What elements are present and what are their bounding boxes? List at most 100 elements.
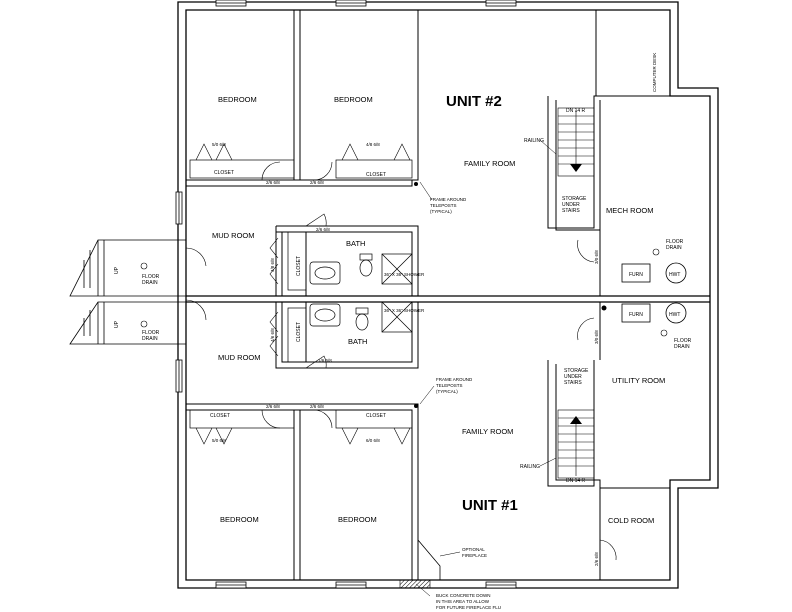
unit2-door-mud-closet: 4/8 6/8 — [270, 258, 275, 272]
unit2-up-label: UP — [114, 266, 120, 274]
unit2-door-bed-right: 2/6 6/8 — [310, 180, 324, 185]
unit2-shower-label: 36" X 36" SHOWER — [384, 272, 425, 277]
unit1-storage-label-1: STORAGE — [564, 368, 589, 374]
unit1-bath-label: BATH — [348, 337, 367, 346]
unit2-mech-room-label: MECH ROOM — [606, 206, 654, 215]
unit1-floor-drain-left-2: DRAIN — [142, 336, 158, 342]
unit1-utility-floor-drain-icon — [660, 329, 668, 337]
leader-lines — [415, 139, 557, 597]
concrete-hatch — [399, 579, 431, 589]
unit1-fireplace-outline — [417, 538, 441, 581]
unit2-closet-left-label: CLOSET — [214, 170, 234, 176]
unit2-bedroom-left-label: BEDROOM — [218, 95, 257, 104]
unit1-closet-right-label: CLOSET — [366, 413, 386, 419]
unit1-door-bed-left: 2/6 6/8 — [266, 404, 280, 409]
unit1-concrete-label-1: BUCK CONCRETE DOWN — [436, 593, 491, 598]
unit1-door-bed-right: 2/6 6/8 — [310, 404, 324, 409]
unit1-doors — [185, 299, 617, 561]
unit1-cold-room-label: COLD ROOM — [608, 516, 654, 525]
unit1-railing-label: RAILING — [520, 464, 540, 470]
unit2-storage-label-3: STAIRS — [562, 208, 580, 214]
unit1-floor-drain-left-1: FLOOR — [142, 330, 160, 336]
unit2-floor-drain-left-2: DRAIN — [142, 280, 158, 286]
unit2-stair-arrow-icon — [570, 164, 582, 172]
unit2-door-bed-left: 2/6 6/8 — [266, 180, 280, 185]
unit2-closets — [189, 159, 413, 291]
unit2-stairs — [557, 107, 595, 177]
unit1-bath-fixtures — [309, 301, 413, 333]
unit2-door-mech: 3/0 6/8 — [594, 250, 599, 264]
unit1-fireplace-label-2: FIREPLACE — [462, 553, 487, 558]
unit1-bedroom-left-label: BEDROOM — [220, 515, 259, 524]
unit1-frame-label-2: TELEPOSTS — [436, 383, 463, 388]
unit2-mud-room-label: MUD ROOM — [212, 231, 255, 240]
windows — [175, 0, 517, 589]
unit1-furnace — [621, 303, 651, 323]
unit2-door-right-bed: 4/8 6/8 — [366, 142, 380, 147]
unit2-floor-drain-right-2: DRAIN — [666, 245, 682, 251]
unit2-closet-right-label: CLOSET — [366, 172, 386, 178]
unit1-stairs-label: DN 14 R — [566, 478, 586, 484]
unit2-floor-drain-right-1: FLOOR — [666, 239, 684, 245]
unit1-bedroom-right-label: BEDROOM — [338, 515, 377, 524]
unit2-bedroom-right-label: BEDROOM — [334, 95, 373, 104]
unit2-water-heater — [665, 262, 687, 284]
unit1-closet-left-label: CLOSET — [210, 413, 230, 419]
unit2-frame-label-2: TELEPOSTS — [430, 203, 457, 208]
unit1-title: UNIT #1 — [462, 497, 518, 514]
unit2-storage-label-1: STORAGE — [562, 196, 587, 202]
unit1-shower-label: 36" X 36" SHOWER — [384, 308, 425, 313]
unit1-door-mud-closet: 4/6 6/8 — [270, 328, 275, 342]
unit2-floor-drain-left-1: FLOOR — [142, 274, 160, 280]
unit2-stairs-label: DN 14 R — [566, 108, 586, 114]
unit2-door-bath: 2/6 6/8 — [316, 227, 330, 232]
unit1-frame-label-3: (TYPICAL) — [436, 389, 458, 394]
unit2-frame-label-1: FRAME AROUND — [430, 197, 467, 202]
unit1-door-left-bed: 5/0 6/8 — [212, 438, 226, 443]
unit1-closet-mud-label: CLOSET — [296, 322, 302, 342]
unit1-storage-label-2: UNDER — [564, 374, 582, 380]
unit2-telepost-icon — [414, 182, 418, 186]
unit2-family-room-label: FAMILY ROOM — [464, 159, 515, 168]
unit1-stairs — [557, 409, 595, 479]
unit1-mud-floor-drain-icon — [140, 320, 148, 328]
unit2-storage-label-2: UNDER — [562, 202, 580, 208]
unit1-floor-drain-right-1: FLOOR — [674, 338, 692, 344]
unit2-door-left-bed: 5/0 6/8 — [212, 142, 226, 147]
unit1-frame-label-1: FRAME AROUND — [436, 377, 473, 382]
unit1-door-right-bed: 6/0 6/8 — [366, 438, 380, 443]
unit1-up-label: UP — [114, 320, 120, 328]
unit2-title: UNIT #2 — [446, 93, 502, 110]
unit1-storage-label-3: STAIRS — [564, 380, 582, 386]
entry-stairs — [69, 239, 186, 345]
unit1-furn-label: FURN — [629, 312, 643, 318]
unit2-mud-floor-drain-icon — [140, 262, 148, 270]
unit1-hwt-label: HWT — [669, 312, 680, 318]
unit2-computer-desk-label: COMPUTER DESK — [652, 53, 657, 92]
unit2-furnace — [621, 263, 651, 283]
unit2-frame-label-3: (TYPICAL) — [430, 209, 452, 214]
unit1-closets — [189, 307, 413, 429]
unit1-closet-bifolds — [195, 311, 411, 445]
unit1-family-room-label: FAMILY ROOM — [462, 427, 513, 436]
unit2-hwt-label: HWT — [669, 272, 680, 278]
unit1-concrete-label-2: IN THIS AREA TO ALLOW — [436, 599, 490, 604]
unit1-door-bath: 1/6 6/8 — [318, 358, 332, 363]
unit2-mech-floor-drain-icon — [652, 248, 660, 256]
unit1-water-heater — [665, 302, 687, 324]
unit2-doors — [185, 161, 595, 267]
unit1-concrete-label-3: FOR FUTURE FIREPLACE FLU — [436, 605, 501, 610]
unit2-railing-label: RAILING — [524, 138, 544, 144]
unit2-walls — [186, 10, 710, 296]
unit1-floor-drain-right-2: DRAIN — [674, 344, 690, 350]
unit2-closet-bifolds — [195, 143, 411, 285]
unit1-mud-room-label: MUD ROOM — [218, 353, 261, 362]
unit2-closet-mud-label: CLOSET — [296, 256, 302, 276]
unit1-door-cold: 2/6 6/8 — [594, 552, 599, 566]
unit1-door-utility: 3/0 6/8 — [594, 330, 599, 344]
unit1-telepost-icon — [414, 404, 418, 408]
unit1-stair-arrow-icon — [570, 416, 582, 424]
unit1-fireplace-label-1: OPTIONAL — [462, 547, 485, 552]
unit1-utility-room-label: UTILITY ROOM — [612, 376, 665, 385]
